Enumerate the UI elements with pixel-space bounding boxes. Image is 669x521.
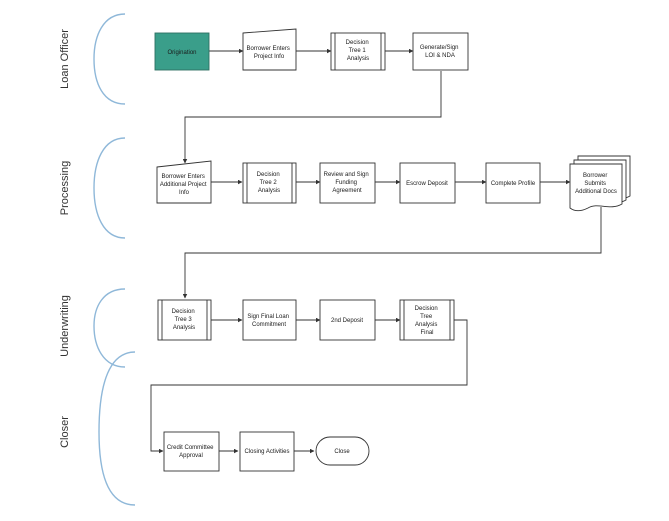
node-decision-tree-2-analysis-label: Decision Tree 2 Analysis — [257, 172, 282, 194]
node-close-label: Close — [334, 449, 350, 455]
node-credit-committee-approval-label: Credit Committee Approval — [167, 445, 215, 459]
lane-label-closer: Closer — [59, 416, 71, 448]
arrow-decision-tree-final-to-credit-committee — [150, 319, 468, 454]
node-escrow-deposit-label: Escrow Deposit — [406, 181, 448, 187]
node-escrow-deposit: Escrow Deposit — [399, 162, 456, 204]
node-borrower-enters-additional-project-info-label: Borrower Enters Additional Project Info — [160, 174, 208, 196]
node-review-sign-funding-agreement: Review and Sign Funding Agreement — [319, 162, 376, 204]
node-sign-final-loan-commitment: Sign Final Loan Commitment — [242, 299, 297, 341]
lane-bracket-loan-officer — [93, 13, 126, 105]
arrow-borrower-submits-to-decision-tree-3 — [182, 207, 602, 299]
node-generate-sign-loi-nda-label: Generate/Sign LOI & NDA — [420, 45, 460, 59]
node-closing-activities-label: Closing Activities — [244, 449, 289, 455]
node-sign-final-loan-commitment-label: Sign Final Loan Commitment — [247, 314, 290, 328]
lane-bracket-underwriting — [93, 288, 126, 368]
node-origination: Origination — [154, 32, 210, 71]
node-borrower-enters-project-info-label: Borrower Enters Project Info — [246, 46, 291, 60]
lane-label-processing: Processing — [59, 161, 71, 215]
node-origination-label: Origination — [167, 50, 196, 56]
node-decision-tree-1-analysis: Decision Tree 1 Analysis — [330, 32, 386, 71]
node-decision-tree-analysis-final: Decision Tree Analysis Final — [399, 299, 455, 341]
node-complete-profile-label: Complete Profile — [491, 181, 536, 187]
node-decision-tree-analysis-final-label: Decision Tree Analysis Final — [415, 306, 440, 336]
node-review-sign-funding-agreement-label: Review and Sign Funding Agreement — [324, 172, 371, 194]
lane-bracket-processing — [93, 137, 126, 239]
lane-bracket-closer — [98, 351, 136, 506]
node-borrower-submits-additional-docs: Borrower Submits Additional Docs — [569, 155, 631, 212]
node-2nd-deposit: 2nd Deposit — [319, 299, 376, 341]
arrow-generate-sign-to-additional-info — [182, 71, 442, 164]
node-generate-sign-loi-nda: Generate/Sign LOI & NDA — [412, 32, 469, 71]
node-decision-tree-3-analysis: Decision Tree 3 Analysis — [157, 299, 212, 341]
node-2nd-deposit-label: 2nd Deposit — [331, 318, 363, 324]
node-closing-activities: Closing Activities — [239, 431, 295, 472]
node-close: Close — [315, 436, 370, 466]
node-borrower-enters-project-info: Borrower Enters Project Info — [242, 28, 297, 71]
node-decision-tree-3-analysis-label: Decision Tree 3 Analysis — [172, 309, 197, 331]
node-credit-committee-approval: Credit Committee Approval — [163, 431, 220, 472]
node-borrower-submits-additional-docs-label: Borrower Submits Additional Docs — [575, 173, 617, 195]
lane-label-loan-officer: Loan Officer — [59, 29, 71, 89]
node-decision-tree-1-analysis-label: Decision Tree 1 Analysis — [346, 40, 371, 62]
node-decision-tree-2-analysis: Decision Tree 2 Analysis — [242, 162, 297, 204]
node-complete-profile: Complete Profile — [485, 162, 541, 204]
node-borrower-enters-additional-project-info: Borrower Enters Additional Project Info — [156, 160, 212, 204]
lane-label-underwriting: Underwriting — [59, 295, 71, 357]
